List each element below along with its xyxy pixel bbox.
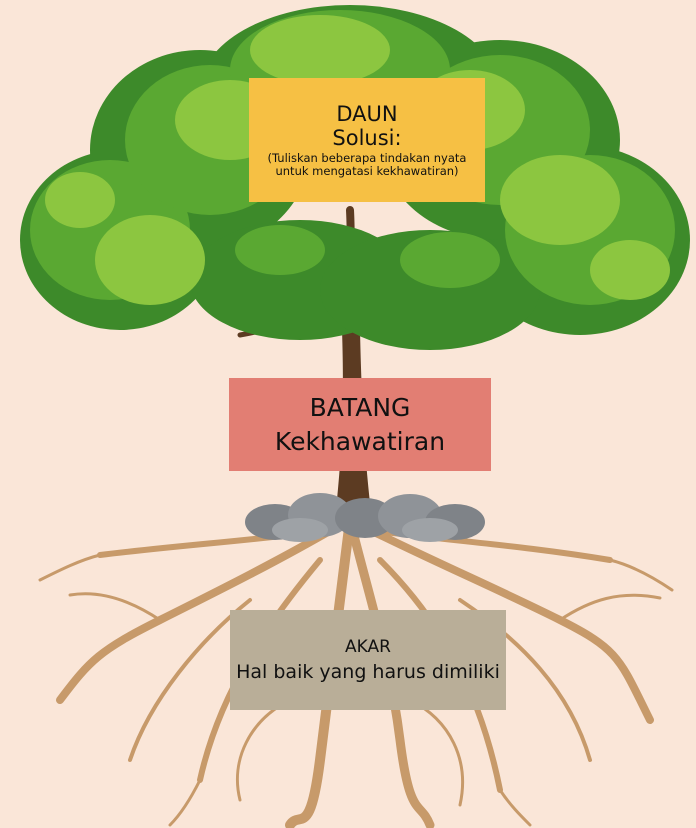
batang-title: BATANG (310, 391, 411, 425)
stones-illustration (245, 493, 485, 542)
akar-box: AKAR Hal baik yang harus dimiliki (230, 610, 506, 710)
batang-subtitle: Kekhawatiran (275, 425, 445, 459)
akar-subtitle: Hal baik yang harus dimiliki (236, 659, 500, 685)
daun-box: DAUN Solusi: (Tuliskan beberapa tindakan… (249, 78, 485, 202)
akar-title: AKAR (345, 635, 391, 659)
daun-title: DAUN (336, 102, 397, 126)
batang-box: BATANG Kekhawatiran (229, 378, 491, 471)
daun-note: (Tuliskan beberapa tindakan nyata untuk … (259, 152, 475, 178)
daun-subtitle: Solusi: (332, 126, 401, 150)
